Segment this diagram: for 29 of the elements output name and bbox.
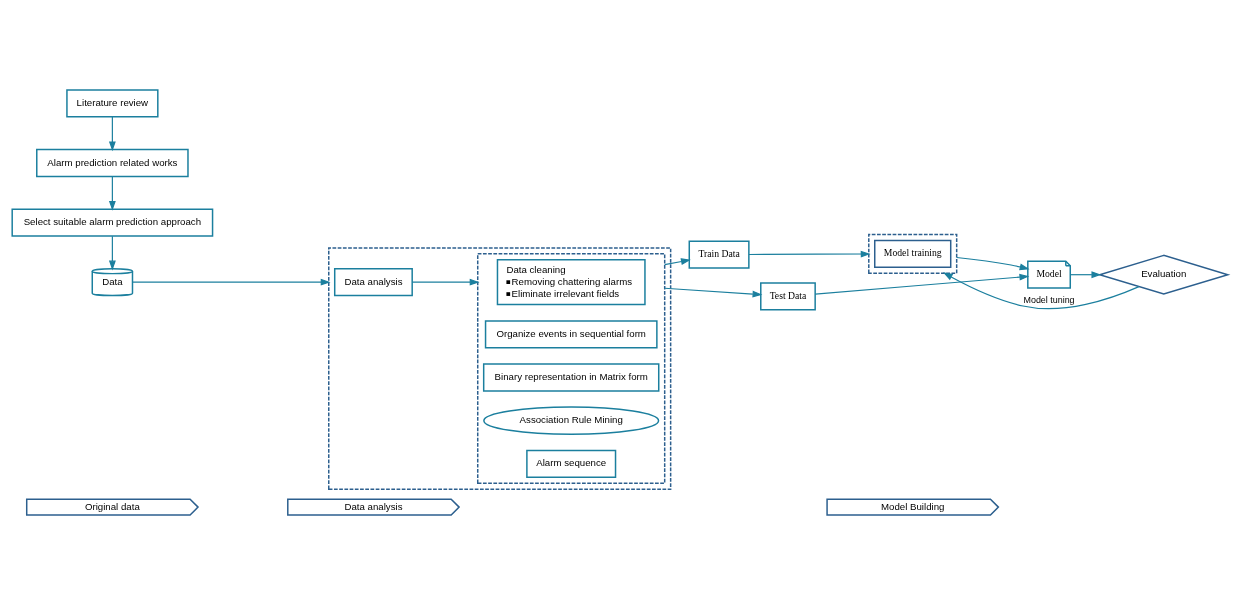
node-box: Train Data: [688, 240, 750, 269]
node-box: Binary representation in Matrix form: [482, 363, 660, 392]
node-box: Alarm prediction related works: [36, 148, 189, 178]
arrow: [748, 250, 871, 258]
node-box: Data analysis: [333, 268, 413, 297]
arrow: [956, 256, 1030, 271]
node-box: Organize events in sequential form: [484, 320, 658, 349]
arrow: [108, 176, 116, 211]
arrow: [132, 278, 331, 286]
node-box: Alarm sequence: [526, 449, 617, 479]
arrow: [942, 272, 1140, 310]
node-diamond: Evaluation: [1097, 254, 1231, 295]
arrow: [1069, 271, 1102, 279]
node-box: Literature review: [66, 89, 159, 118]
edge-label: Model tuning: [1023, 295, 1075, 306]
arrow: [108, 235, 116, 271]
arrow: [411, 278, 480, 286]
arrow: [664, 258, 691, 266]
node-box: Model training: [874, 239, 952, 268]
arrow: [814, 273, 1030, 295]
arrow: [664, 287, 763, 298]
node-box: Data cleaning Removing chattering alarms Eliminate irrelevant fields: [496, 259, 646, 306]
arrow: [108, 116, 116, 152]
cluster: [328, 247, 672, 490]
node-ellipse: Association Rule Mining: [483, 406, 660, 436]
cluster: [868, 233, 958, 274]
cluster: [477, 253, 666, 484]
node-box: Select suitable alarm prediction approach: [11, 208, 214, 237]
node-box: Test Data: [760, 282, 816, 311]
